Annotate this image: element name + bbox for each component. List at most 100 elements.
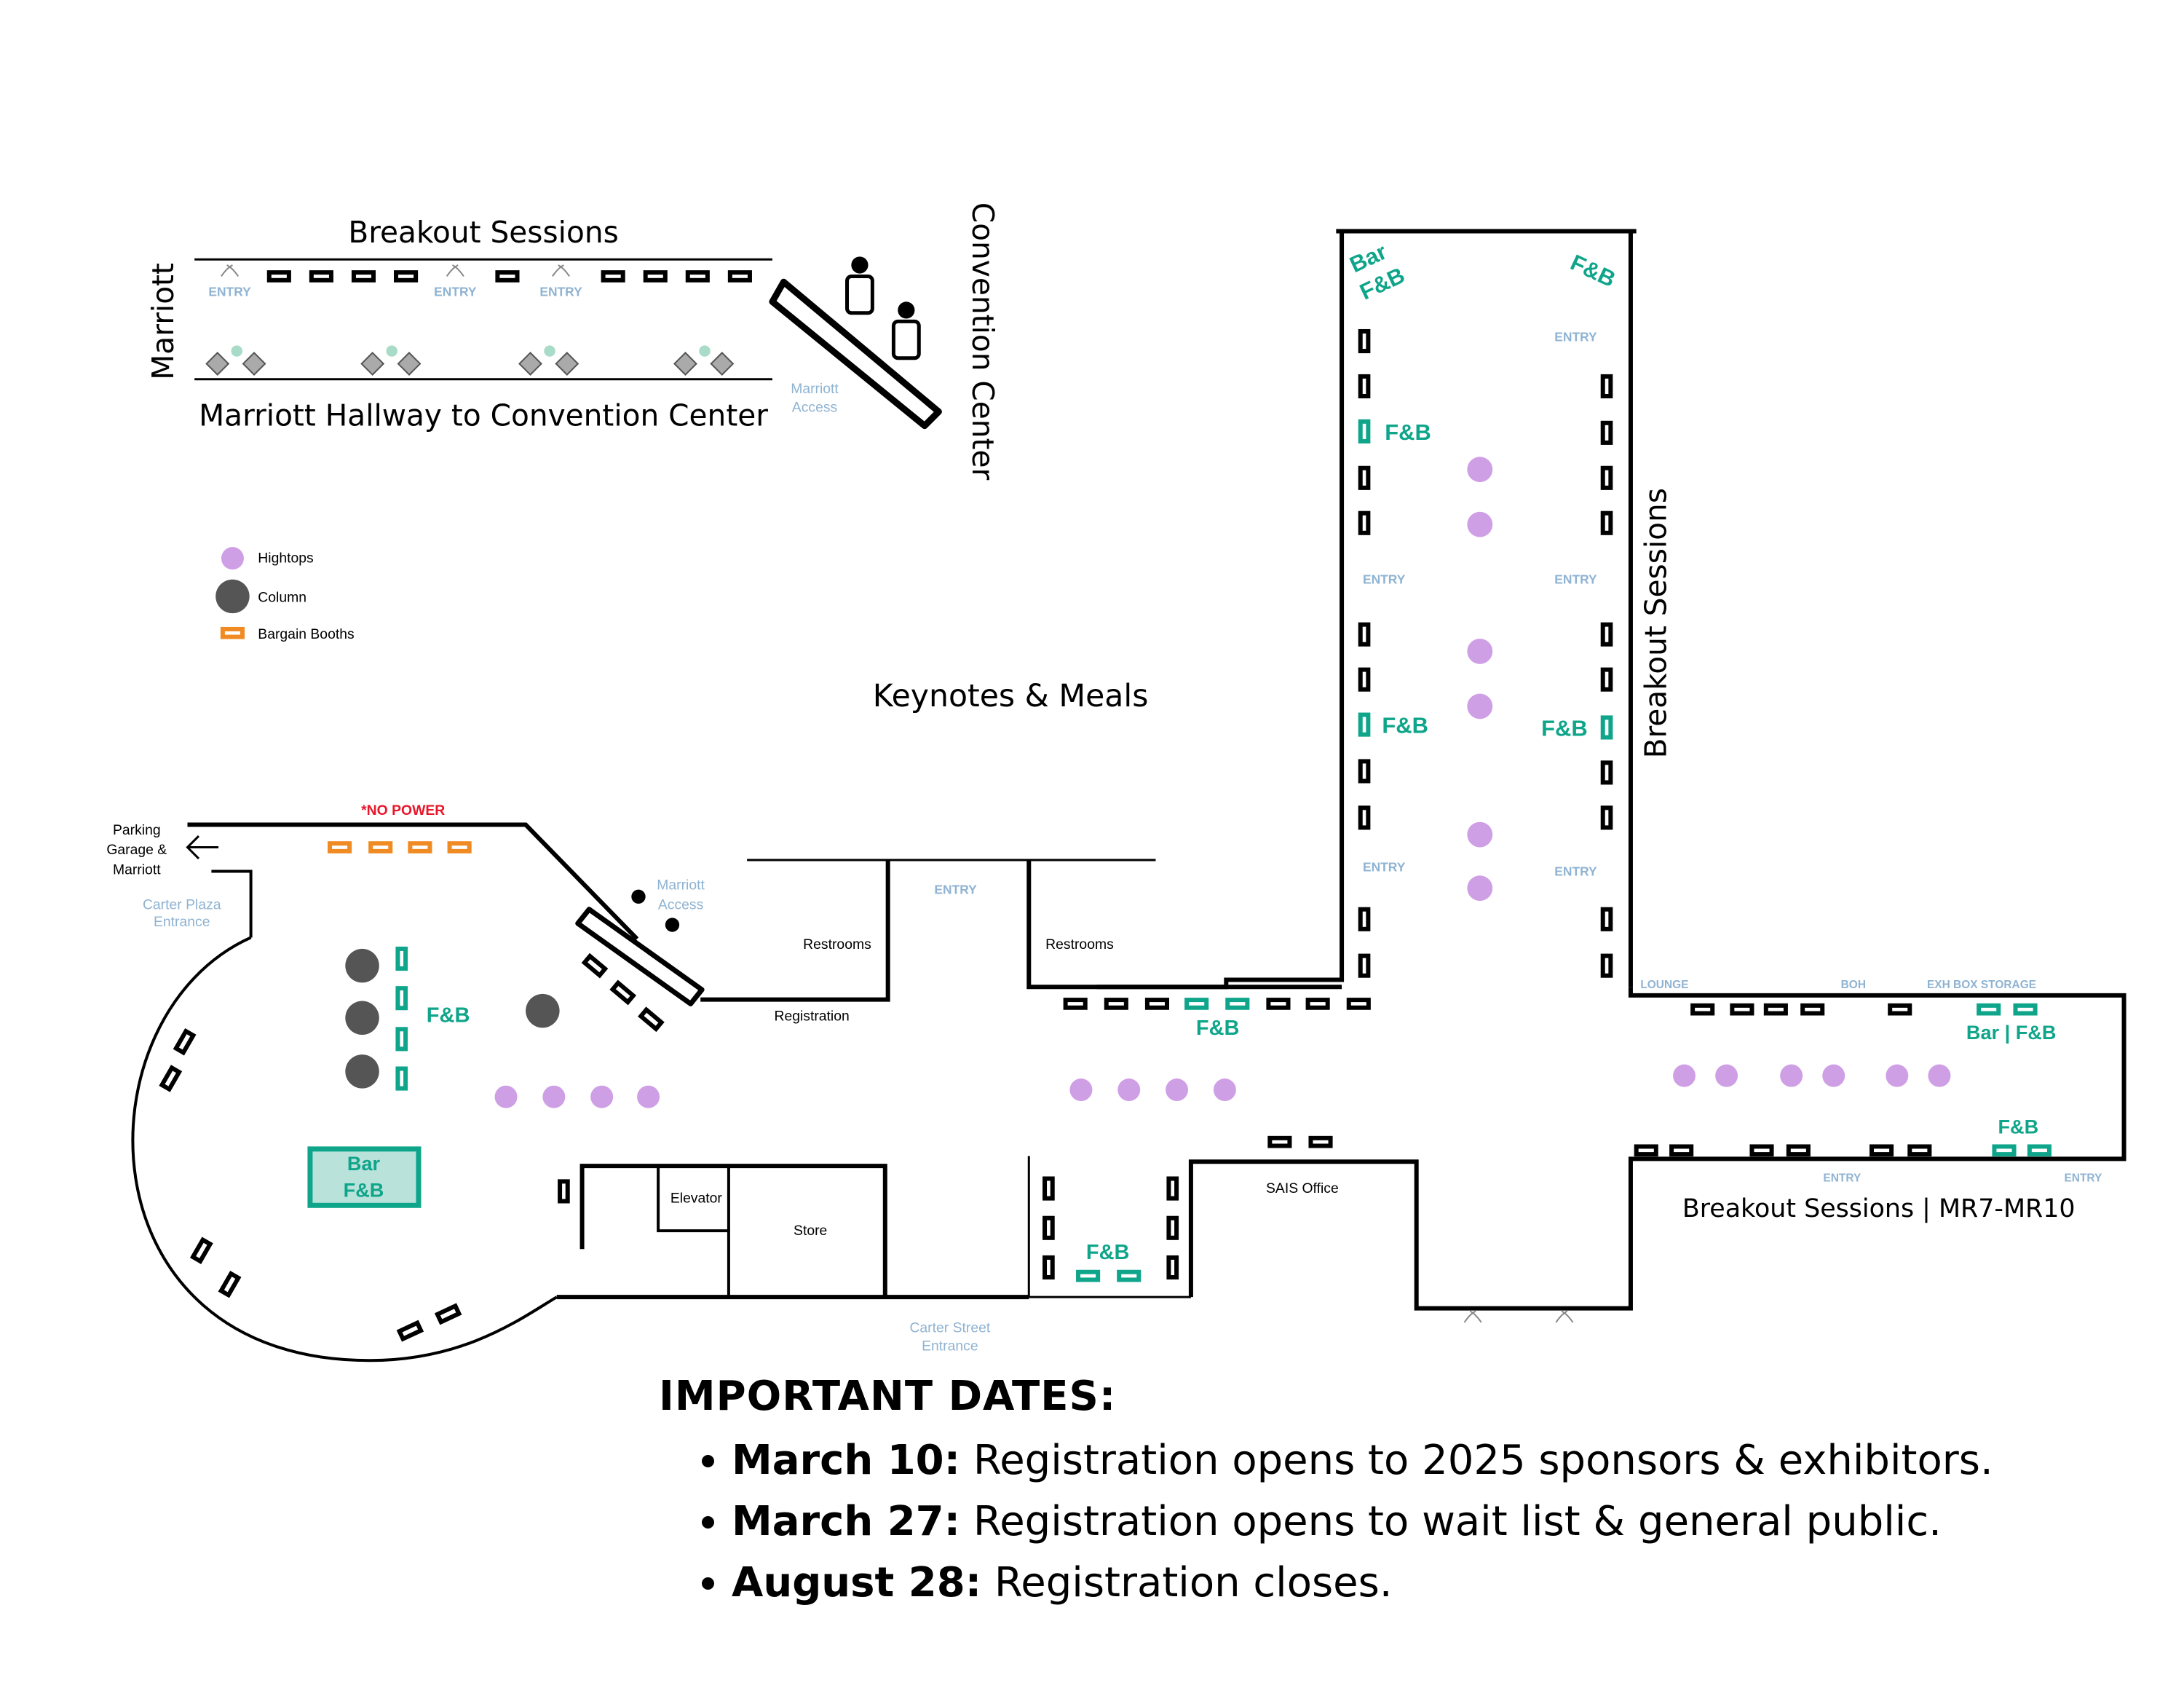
wall <box>187 822 639 941</box>
escalator-person <box>631 889 646 904</box>
booth <box>1763 1003 1788 1016</box>
lounge-chair <box>518 352 542 376</box>
wall <box>700 859 890 1002</box>
exh-box-storage-label: EXH BOX STORAGE <box>1927 979 2036 991</box>
hallway-label: Marriott Hallway to Convention Center <box>199 398 768 433</box>
booth <box>1600 622 1613 647</box>
curved-wall <box>131 936 558 1362</box>
legend-hightops-label: Hightops <box>258 550 313 566</box>
fb-booth <box>1600 715 1613 740</box>
booth <box>1308 1135 1333 1148</box>
arrow-left-icon <box>186 835 219 860</box>
booth <box>218 1270 242 1298</box>
booth <box>1600 805 1613 830</box>
booth <box>1042 1215 1055 1240</box>
booth <box>434 1303 462 1325</box>
bar-fb-label: Bar | F&B <box>1966 1021 2057 1044</box>
marriott-access-label: Access <box>658 897 703 913</box>
entry-label: ENTRY <box>208 285 251 299</box>
entry-label: ENTRY <box>1363 859 1406 874</box>
lounge-chair <box>397 352 422 376</box>
entry-label: ENTRY <box>1554 572 1597 587</box>
booth <box>1166 1215 1179 1240</box>
door-swing <box>552 264 570 277</box>
fb-booth <box>2027 1144 2052 1157</box>
door-swing <box>446 264 464 277</box>
hightop <box>1467 875 1493 902</box>
hightop <box>1715 1064 1738 1087</box>
booth <box>1358 328 1371 354</box>
fb-booth <box>1977 1003 2001 1016</box>
fb-booth <box>1992 1144 2017 1157</box>
escalator-person <box>851 256 869 274</box>
booths <box>159 270 2052 1342</box>
hightop <box>1467 693 1493 719</box>
no-power-label: *NO POWER <box>361 802 445 819</box>
fb-booth <box>1225 998 1250 1010</box>
fb-label: F&B <box>427 1004 470 1028</box>
marriott-label: Marriott <box>146 263 181 380</box>
lounge-chair <box>555 352 579 376</box>
fb-label: F&B <box>1998 1116 2039 1138</box>
hightop <box>1467 821 1493 848</box>
escalator-person <box>891 319 921 360</box>
date-item: March 10: Registration opens to 2025 spo… <box>732 1430 2115 1491</box>
parking-label: Marriott <box>113 861 161 877</box>
booth <box>1358 759 1371 784</box>
booth <box>1358 907 1371 931</box>
hightop <box>1467 457 1493 483</box>
legend-column-swatch <box>215 579 250 614</box>
hightop <box>1673 1064 1696 1087</box>
booth <box>1042 1176 1055 1201</box>
carter-street-label: Entrance <box>922 1338 978 1354</box>
entry-label: ENTRY <box>1823 1172 1861 1184</box>
fb-booth <box>2013 1003 2038 1016</box>
fb-label: F&B <box>1385 419 1431 445</box>
hightop <box>1780 1064 1803 1087</box>
hightop <box>542 1085 566 1108</box>
booth <box>581 953 609 979</box>
side-table <box>699 345 711 357</box>
fb-booth <box>1076 1269 1101 1282</box>
bar-label: Bar <box>347 1152 381 1175</box>
door-swing <box>1555 1310 1574 1323</box>
hightop <box>1822 1064 1845 1087</box>
hightop <box>1467 511 1493 537</box>
booth <box>1358 805 1371 830</box>
wall <box>1096 231 1345 990</box>
booth <box>1669 1144 1694 1157</box>
entry-label: ENTRY <box>934 882 977 896</box>
hightop <box>1166 1078 1189 1102</box>
booth <box>1749 1144 1774 1157</box>
booth <box>1690 1003 1715 1016</box>
convention-center-label: Convention Center <box>965 202 1000 481</box>
lounge-label: LOUNGE <box>1640 979 1688 991</box>
restrooms-label: Restrooms <box>803 936 871 953</box>
hightop <box>1213 1078 1236 1102</box>
elevator-label: Elevator <box>670 1190 723 1206</box>
lounge-chair <box>710 352 735 376</box>
side-table <box>544 345 555 357</box>
wall <box>211 869 253 938</box>
legend-column-label: Column <box>258 590 306 606</box>
fb-booth <box>395 946 408 971</box>
booth <box>1800 1003 1825 1016</box>
important-dates-heading: IMPORTANT DATES: <box>659 1373 1117 1420</box>
boh-label: BOH <box>1841 979 1866 991</box>
carter-street-label: Carter Street <box>909 1320 990 1336</box>
column <box>345 948 379 983</box>
bargain-booth <box>447 841 472 853</box>
booth <box>1730 1003 1754 1016</box>
fb-booth <box>395 1027 408 1052</box>
booth <box>601 270 625 283</box>
parking-label: Garage & <box>106 842 167 858</box>
wall <box>1026 859 1342 990</box>
fb-booth <box>1184 998 1209 1010</box>
booth <box>1870 1144 1894 1157</box>
booth <box>1166 1255 1179 1280</box>
booth <box>1888 1003 1912 1016</box>
booth <box>1358 622 1371 647</box>
hightop <box>494 1085 518 1108</box>
